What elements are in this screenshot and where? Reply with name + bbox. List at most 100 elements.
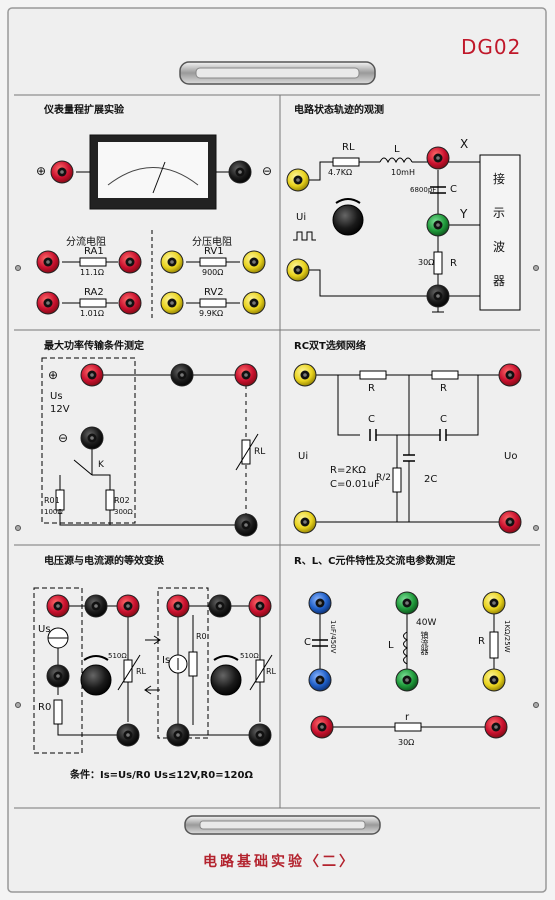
- terminal-rlc-l-top[interactable]: [395, 591, 419, 615]
- terminal-rc-in-top[interactable]: [293, 363, 317, 387]
- signal-knob[interactable]: [332, 204, 364, 236]
- terminal-mp-load-top[interactable]: [234, 363, 258, 387]
- resistor-r02: [105, 489, 115, 511]
- terminal-rv1-left[interactable]: [160, 250, 184, 274]
- c-rlc-value: 1uF/450V: [329, 620, 337, 654]
- rl-st-label-b: RL: [266, 667, 277, 676]
- resistor-r0-a: [53, 699, 63, 725]
- terminal-st-vs-top[interactable]: [46, 594, 70, 618]
- k-label: K: [98, 460, 104, 470]
- r0-st-label-a: R0: [38, 702, 52, 713]
- bottom-handle[interactable]: [184, 815, 381, 835]
- meter-section: [62, 134, 240, 318]
- section-dividers: [14, 94, 540, 809]
- rv1-label: RV1: [204, 246, 224, 257]
- us-st-label: Us: [38, 624, 51, 635]
- r-small-value: 30Ω: [398, 738, 415, 747]
- terminal-meter-plus[interactable]: [50, 160, 74, 184]
- terminal-st-is-bottom[interactable]: [166, 723, 190, 747]
- knob-rl-b[interactable]: [210, 664, 242, 696]
- terminal-st-top-3[interactable]: [116, 594, 140, 618]
- terminal-mp-us-minus[interactable]: [80, 426, 104, 450]
- l-rlc-label: L: [388, 640, 394, 651]
- switch-k[interactable]: [73, 459, 93, 476]
- terminal-rlc-r-bottom[interactable]: [482, 668, 506, 692]
- terminal-ra1-right[interactable]: [118, 250, 142, 274]
- knob-rl-a[interactable]: [80, 664, 112, 696]
- shunt-title: 分流电阻: [66, 237, 106, 248]
- terminal-rlc-rs-right[interactable]: [484, 715, 508, 739]
- circuit-state-title: 电路状态轨迹的观测: [294, 105, 384, 116]
- max-power-section: [41, 357, 259, 526]
- terminal-st-bottom-1[interactable]: [116, 723, 140, 747]
- resistor-r01: [55, 489, 65, 511]
- model-label: DG02: [461, 35, 522, 59]
- terminal-rc-out-top[interactable]: [498, 363, 522, 387]
- terminal-rc-out-bottom[interactable]: [498, 510, 522, 534]
- terminal-rlc-c-top[interactable]: [308, 591, 332, 615]
- resistor-rv2: [199, 298, 227, 308]
- terminal-rv1-right[interactable]: [242, 250, 266, 274]
- resistor-rl-state: [332, 157, 360, 167]
- r-state-label: R: [450, 258, 457, 269]
- rl-st-label-a: RL: [136, 667, 147, 676]
- resistor-rv1: [199, 257, 227, 267]
- resistor-ra1: [79, 257, 107, 267]
- r0-st-label-b: R0: [196, 632, 207, 641]
- terminal-state-y[interactable]: [426, 213, 450, 237]
- meter-needle: [152, 161, 166, 194]
- ui-rc-label: Ui: [298, 451, 309, 462]
- divider-title: 分压电阻: [192, 237, 232, 248]
- terminal-ra2-right[interactable]: [118, 291, 142, 315]
- rv2-label: RV2: [204, 287, 224, 298]
- r-rlc-label: R: [478, 636, 485, 647]
- terminal-ra2-left[interactable]: [36, 291, 60, 315]
- plus-symbol-mp: ⊕: [48, 368, 59, 382]
- panel-screw: [15, 702, 21, 708]
- terminal-rv2-left[interactable]: [160, 291, 184, 315]
- terminal-st-is-top-3[interactable]: [248, 594, 272, 618]
- c2-rc-label: C: [440, 414, 447, 425]
- source-transform-title: 电压源与电流源的等效变换: [44, 556, 164, 567]
- terminal-st-top-2[interactable]: [84, 594, 108, 618]
- terminal-meter-minus[interactable]: [228, 160, 252, 184]
- c-state-label: C: [450, 184, 457, 195]
- terminal-rlc-c-bottom[interactable]: [308, 668, 332, 692]
- terminal-mp-rl-plug[interactable]: [170, 363, 194, 387]
- terminal-st-is-top[interactable]: [166, 594, 190, 618]
- terminal-mp-load-bottom[interactable]: [234, 513, 258, 537]
- terminal-rlc-l-bottom[interactable]: [395, 668, 419, 692]
- terminal-state-input-bottom[interactable]: [286, 258, 310, 282]
- ra2-value: 1.01Ω: [80, 309, 104, 318]
- terminal-st-vs-mid[interactable]: [46, 664, 70, 688]
- terminal-st-is-bottom-2[interactable]: [248, 723, 272, 747]
- r02-value: 300Ω: [114, 508, 133, 516]
- terminal-mp-us-plus[interactable]: [80, 363, 104, 387]
- source-transform-section: [33, 587, 273, 754]
- terminal-state-input-top[interactable]: [286, 168, 310, 192]
- panel-screw: [15, 265, 21, 271]
- terminal-st-is-top-2[interactable]: [208, 594, 232, 618]
- terminal-state-x[interactable]: [426, 146, 450, 170]
- terminal-state-ground[interactable]: [426, 284, 450, 308]
- r510-label-b: 510Ω: [240, 652, 259, 660]
- scope-box: [479, 154, 521, 311]
- terminal-rlc-r-top[interactable]: [482, 591, 506, 615]
- r-small-label: r: [405, 712, 410, 723]
- terminal-rc-in-bottom[interactable]: [293, 510, 317, 534]
- resistor-r-rlc: [489, 631, 499, 659]
- terminal-ra1-left[interactable]: [36, 250, 60, 274]
- ra1-label: RA1: [84, 246, 104, 257]
- l-rlc-type: 镇流器: [420, 631, 429, 655]
- top-handle[interactable]: [179, 61, 376, 85]
- r510-label-a: 510Ω: [108, 652, 127, 660]
- us-mp-value: 12V: [50, 404, 70, 415]
- resistor-510-b: [255, 659, 265, 683]
- inductor-ballast: [403, 631, 409, 665]
- rc-values-r: R=2KΩ: [330, 465, 366, 476]
- two-c-label: 2C: [424, 474, 438, 485]
- terminal-rv2-right[interactable]: [242, 291, 266, 315]
- meter-face: [98, 142, 208, 198]
- terminal-rlc-rs-left[interactable]: [310, 715, 334, 739]
